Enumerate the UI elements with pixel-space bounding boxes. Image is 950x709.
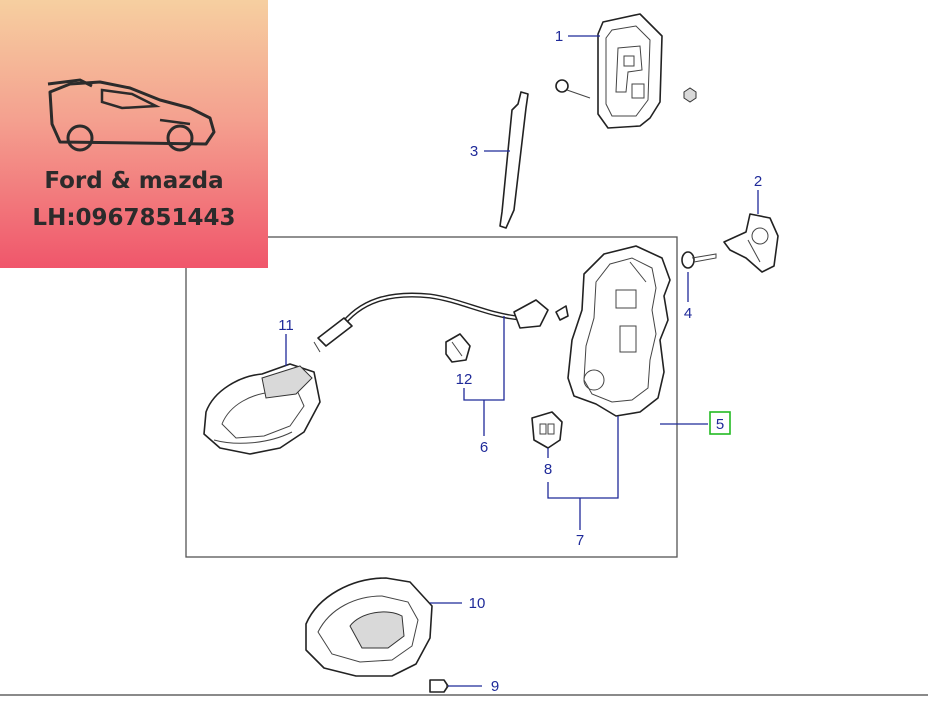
- callout-7: 7: [576, 532, 584, 549]
- callout-5: 5: [716, 416, 724, 433]
- callout-6: 6: [480, 439, 488, 456]
- sports-car-icon: [47, 78, 216, 152]
- part-12-clip: [445, 333, 471, 363]
- part-11-inner-handle: [203, 363, 321, 455]
- brand-phone: LH:0967851443: [32, 205, 236, 231]
- callout-1: 1: [555, 28, 563, 45]
- callout-11: 11: [278, 317, 294, 334]
- brand-title: Ford & mazda: [44, 168, 224, 194]
- part-7-lock-mechanism: [555, 245, 671, 417]
- callout-2: 2: [754, 173, 762, 190]
- part-6-cable: [313, 292, 549, 353]
- assembly-frame: [185, 236, 678, 558]
- part-8-connector: [531, 411, 563, 449]
- part-1-handle-bracket: [555, 13, 697, 129]
- brand-banner: Ford & mazda LH:0967851443: [0, 0, 268, 268]
- part-3-rod: [499, 91, 529, 229]
- part-2-striker: [723, 213, 779, 273]
- callout-8: 8: [544, 461, 552, 478]
- callout-4: 4: [684, 305, 692, 322]
- callout-12: 12: [456, 371, 473, 388]
- callout-10: 10: [469, 595, 486, 612]
- part-4-screw: [681, 251, 717, 269]
- callout-3: 3: [470, 143, 478, 160]
- part-10-bezel: [305, 577, 433, 677]
- callout-5-highlight: [709, 411, 731, 435]
- leader-lines: [285, 35, 759, 687]
- callout-9: 9: [491, 678, 499, 695]
